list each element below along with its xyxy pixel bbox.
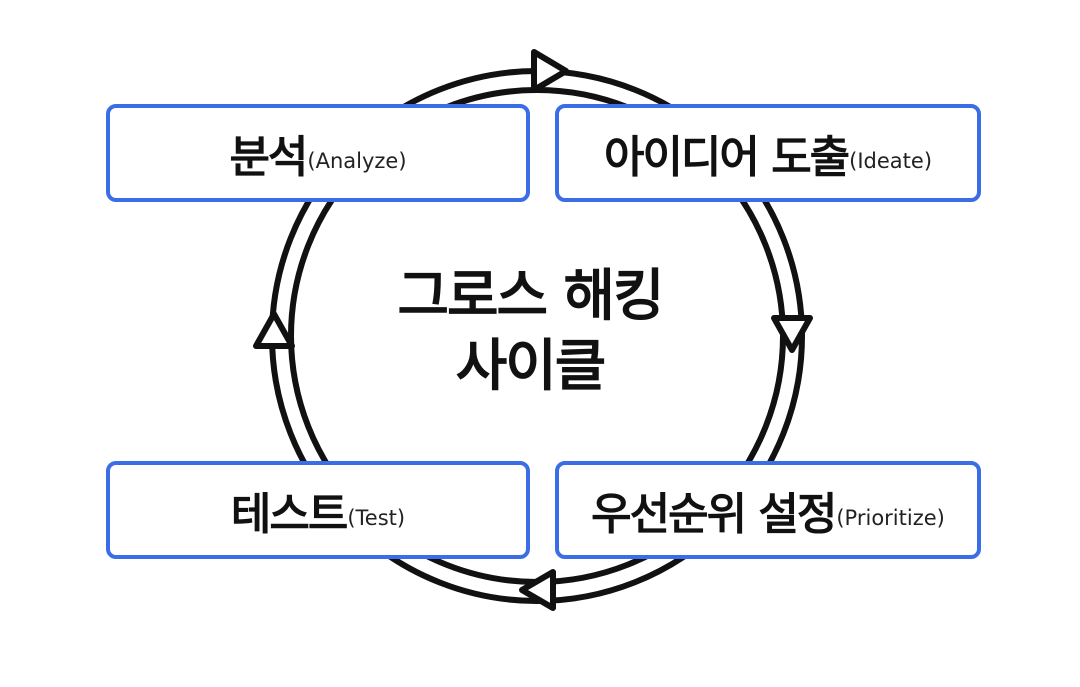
stage-analyze-label: 분석: [229, 132, 308, 183]
stage-analyze-box: 분석 (Analyze): [106, 104, 530, 202]
cycle-title: 그로스 해킹 사이클: [330, 262, 730, 402]
stage-prioritize-box: 우선순위 설정 (Prioritize): [555, 461, 981, 559]
cycle-title-line1: 그로스 해킹: [397, 264, 664, 329]
cycle-title-line2: 사이클: [455, 334, 607, 399]
stage-prioritize-english: (Prioritize): [836, 506, 945, 530]
arrow-down-icon: [771, 315, 813, 353]
arrow-left-icon: [519, 569, 556, 611]
stage-ideate-label: 아이디어 도출: [603, 132, 850, 183]
arrow-up-icon: [253, 311, 295, 349]
stage-test-label: 테스트: [230, 489, 348, 540]
stage-test-box: 테스트 (Test): [106, 461, 530, 559]
stage-ideate-english: (Ideate): [849, 149, 933, 173]
stage-test-english: (Test): [347, 506, 406, 530]
stage-ideate-box: 아이디어 도출 (Ideate): [555, 104, 981, 202]
stage-prioritize-label: 우선순위 설정: [591, 489, 837, 540]
stage-analyze-english: (Analyze): [307, 149, 407, 173]
arrow-right-icon: [531, 49, 569, 93]
